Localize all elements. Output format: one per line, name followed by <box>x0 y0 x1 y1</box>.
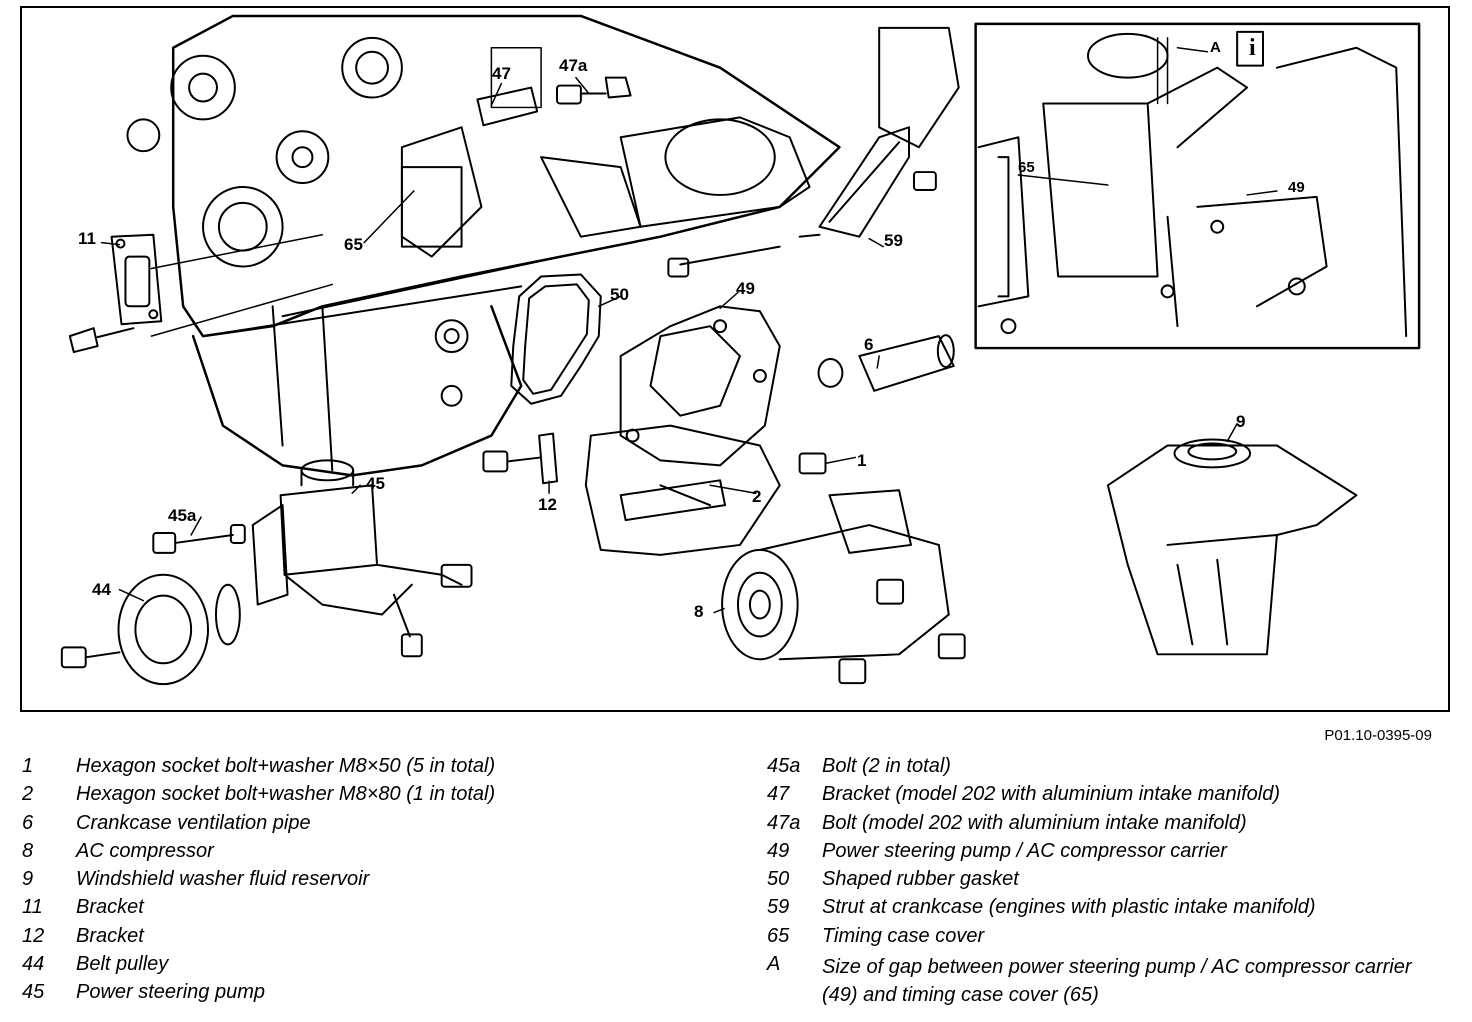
legend-text: Size of gap between power steering pump … <box>822 956 1412 1007</box>
figure-code: P01.10-0395-09 <box>1324 727 1432 744</box>
callout-50: 50 <box>610 285 629 304</box>
callout-49: 49 <box>736 279 755 298</box>
legend-text: Bracket <box>76 896 144 919</box>
legend-number: 44 <box>22 953 45 976</box>
legend-text: Crankcase ventilation pipe <box>76 811 311 834</box>
legend-text: Bolt (2 in total) <box>822 755 951 777</box>
callout-6: 6 <box>864 335 874 354</box>
bracket-47 <box>476 76 632 127</box>
ac-compressor-8 <box>721 489 966 685</box>
legend-number: 6 <box>22 811 34 834</box>
legend-text: Timing case cover <box>822 924 985 947</box>
gasket-50 <box>510 273 602 405</box>
legend-number: 45 <box>22 981 45 1004</box>
legend-text: Belt pulley <box>76 953 169 976</box>
legend-text: Hexagon socket bolt+washer M8×50 (5 in t… <box>76 755 496 777</box>
ventilation-pipe-6 <box>817 334 955 392</box>
callout-9: 9 <box>1236 412 1246 431</box>
carrier-lower-plate <box>584 424 827 556</box>
legend-text: Bolt (model 202 with aluminium intake ma… <box>822 811 1247 834</box>
legend-number: 2 <box>22 783 34 806</box>
callout-47a: 47a <box>559 56 588 75</box>
legend-number: 65 <box>767 924 790 947</box>
callout-inset-65: 65 <box>1018 159 1035 176</box>
info-icon: i <box>1249 35 1256 61</box>
callout-59: 59 <box>884 231 903 250</box>
callout-inset-a: A <box>1210 39 1221 56</box>
bolt-45a <box>152 524 246 554</box>
carrier-49 <box>619 305 781 467</box>
callout-45a: 45a <box>168 506 197 525</box>
leader-lines <box>100 76 1238 614</box>
legend-number: 49 <box>767 839 790 862</box>
belt-pulley-44 <box>60 573 241 686</box>
detail-inset <box>974 22 1421 350</box>
legend-number: 11 <box>22 896 43 919</box>
bracket-11 <box>68 233 163 354</box>
callout-2: 2 <box>752 487 762 506</box>
callout-45: 45 <box>366 474 385 493</box>
callout-44: 44 <box>92 580 111 599</box>
power-steering-pump-45 <box>251 459 473 658</box>
legend-text: Power steering pump <box>76 981 265 1004</box>
legend-number: 45a <box>767 755 801 777</box>
legend-number: 50 <box>767 868 790 891</box>
legend-text: AC compressor <box>76 839 214 862</box>
engine-block <box>126 14 960 477</box>
callout-inset-49: 49 <box>1288 179 1305 196</box>
legend-text: Windshield washer fluid reservoir <box>76 868 370 891</box>
legend-number: 1 <box>22 755 34 777</box>
exploded-view-diagram: 11 65 47 47a 50 49 59 6 1 2 12 45 45a 44… <box>20 6 1450 712</box>
legend-number: 47 <box>767 783 790 806</box>
callout-8: 8 <box>694 602 704 621</box>
strut-59 <box>667 126 937 278</box>
legend-text: Shaped rubber gasket <box>822 868 1019 891</box>
legend-text: Hexagon socket bolt+washer M8×80 (1 in t… <box>76 783 496 806</box>
legend-text: Power steering pump / AC compressor carr… <box>822 839 1227 862</box>
bracket-12 <box>482 432 559 485</box>
legend-number: 8 <box>22 839 34 862</box>
callout-65: 65 <box>344 235 363 254</box>
callout-12: 12 <box>538 495 557 514</box>
callout-1: 1 <box>857 451 867 470</box>
legend-number: 12 <box>22 924 45 947</box>
callout-11: 11 <box>78 229 96 248</box>
legend-number: 59 <box>767 896 790 919</box>
legend-text: Bracket <box>76 924 144 947</box>
legend-text: Strut at crankcase (engines with plastic… <box>822 896 1316 919</box>
legend-number: A <box>767 953 781 976</box>
washer-reservoir-9 <box>1106 438 1358 656</box>
callout-47: 47 <box>492 64 511 83</box>
legend-number: 9 <box>22 868 34 891</box>
legend-text: Bracket (model 202 with aluminium intake… <box>822 783 1280 806</box>
legend-number: 47a <box>767 811 801 834</box>
